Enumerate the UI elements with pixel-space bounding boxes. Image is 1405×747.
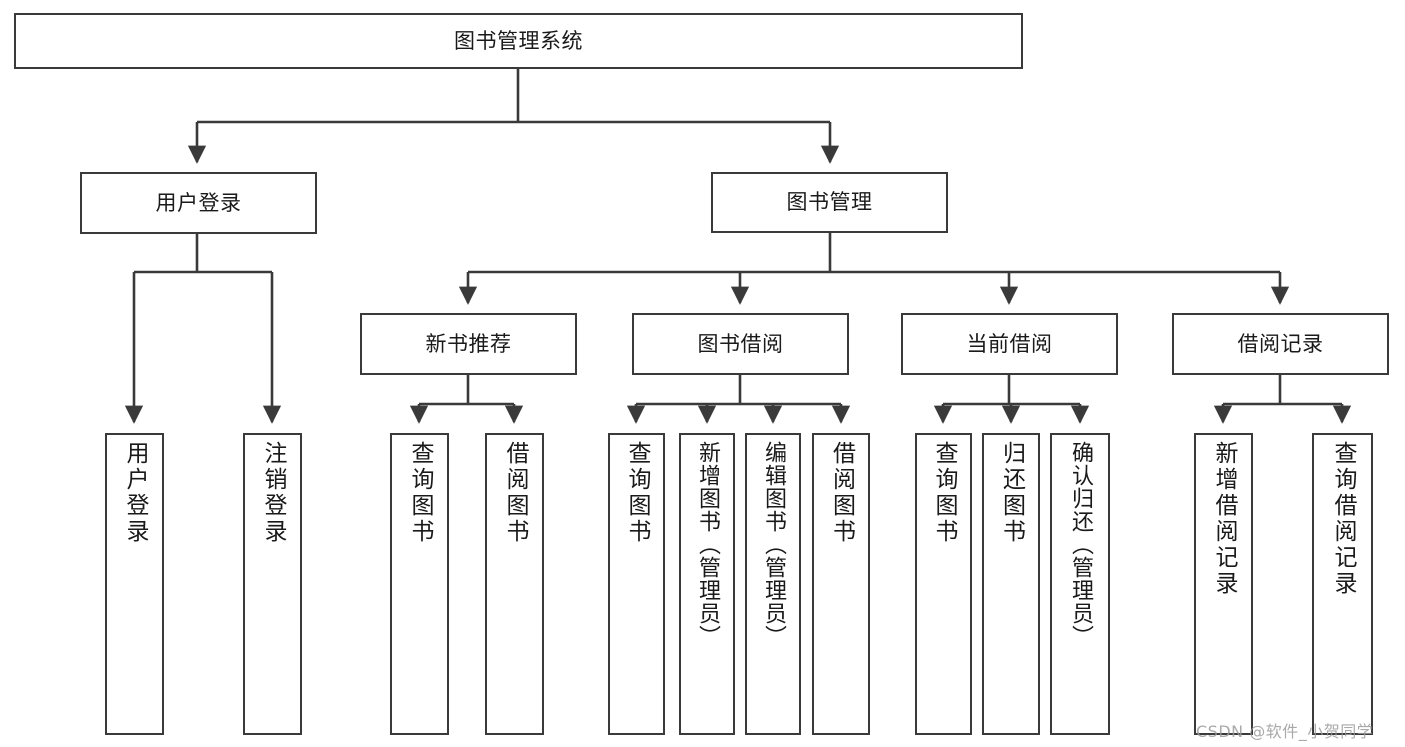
leaf-edit-book-admin[interactable]: 编辑图书（管理员） [745,433,801,735]
leaf-user-login-label: 用户登录 [122,441,148,545]
leaf-user-login[interactable]: 用户登录 [105,433,164,735]
leaf-query-book-1-label: 查询图书 [407,441,433,545]
node-user-login[interactable]: 用户登录 [80,172,317,234]
leaf-query-borrow-record-label: 查询借阅记录 [1330,441,1356,597]
node-book-borrow-label: 图书借阅 [697,331,784,356]
node-current-borrow[interactable]: 当前借阅 [901,313,1118,375]
leaf-return-book-label: 归还图书 [998,441,1025,545]
watermark-text: CSDN @软件_小贺同学 [1196,722,1374,741]
leaf-borrow-book-2-label: 借阅图书 [828,441,855,545]
node-book-management[interactable]: 图书管理 [711,172,948,233]
node-user-login-label: 用户登录 [155,190,242,215]
node-book-borrow[interactable]: 图书借阅 [632,313,849,375]
leaf-add-borrow-record[interactable]: 新增借阅记录 [1194,433,1253,735]
leaf-add-borrow-record-label: 新增借阅记录 [1211,441,1237,597]
node-root[interactable]: 图书管理系统 [14,13,1023,69]
leaf-query-borrow-record[interactable]: 查询借阅记录 [1312,433,1373,735]
leaf-return-book[interactable]: 归还图书 [982,433,1040,735]
node-new-book-recommend-label: 新书推荐 [425,331,512,356]
leaf-query-book-1[interactable]: 查询图书 [390,433,449,735]
leaf-add-book-admin-label: 新增图书（管理员） [695,441,720,648]
leaf-query-book-3[interactable]: 查询图书 [915,433,972,735]
leaf-confirm-return-admin[interactable]: 确认归还（管理员） [1050,433,1110,735]
node-current-borrow-label: 当前借阅 [966,331,1053,356]
leaf-borrow-book-1[interactable]: 借阅图书 [485,433,544,735]
leaf-add-book-admin[interactable]: 新增图书（管理员） [679,433,735,735]
leaf-query-book-3-label: 查询图书 [931,441,957,545]
leaf-edit-book-admin-label: 编辑图书（管理员） [761,441,786,648]
node-book-management-label: 图书管理 [786,190,873,215]
leaf-confirm-return-admin-label: 确认归还（管理员） [1068,441,1093,648]
leaf-query-book-2-label: 查询图书 [624,441,650,545]
node-borrow-record[interactable]: 借阅记录 [1172,313,1389,375]
leaf-borrow-book-2[interactable]: 借阅图书 [812,433,870,735]
leaf-logout[interactable]: 注销登录 [243,433,302,735]
leaf-query-book-2[interactable]: 查询图书 [608,433,665,735]
leaf-logout-label: 注销登录 [260,441,286,545]
node-root-label: 图书管理系统 [454,28,583,53]
node-new-book-recommend[interactable]: 新书推荐 [360,313,577,375]
node-borrow-record-label: 借阅记录 [1237,331,1324,356]
leaf-borrow-book-1-label: 借阅图书 [502,441,528,545]
